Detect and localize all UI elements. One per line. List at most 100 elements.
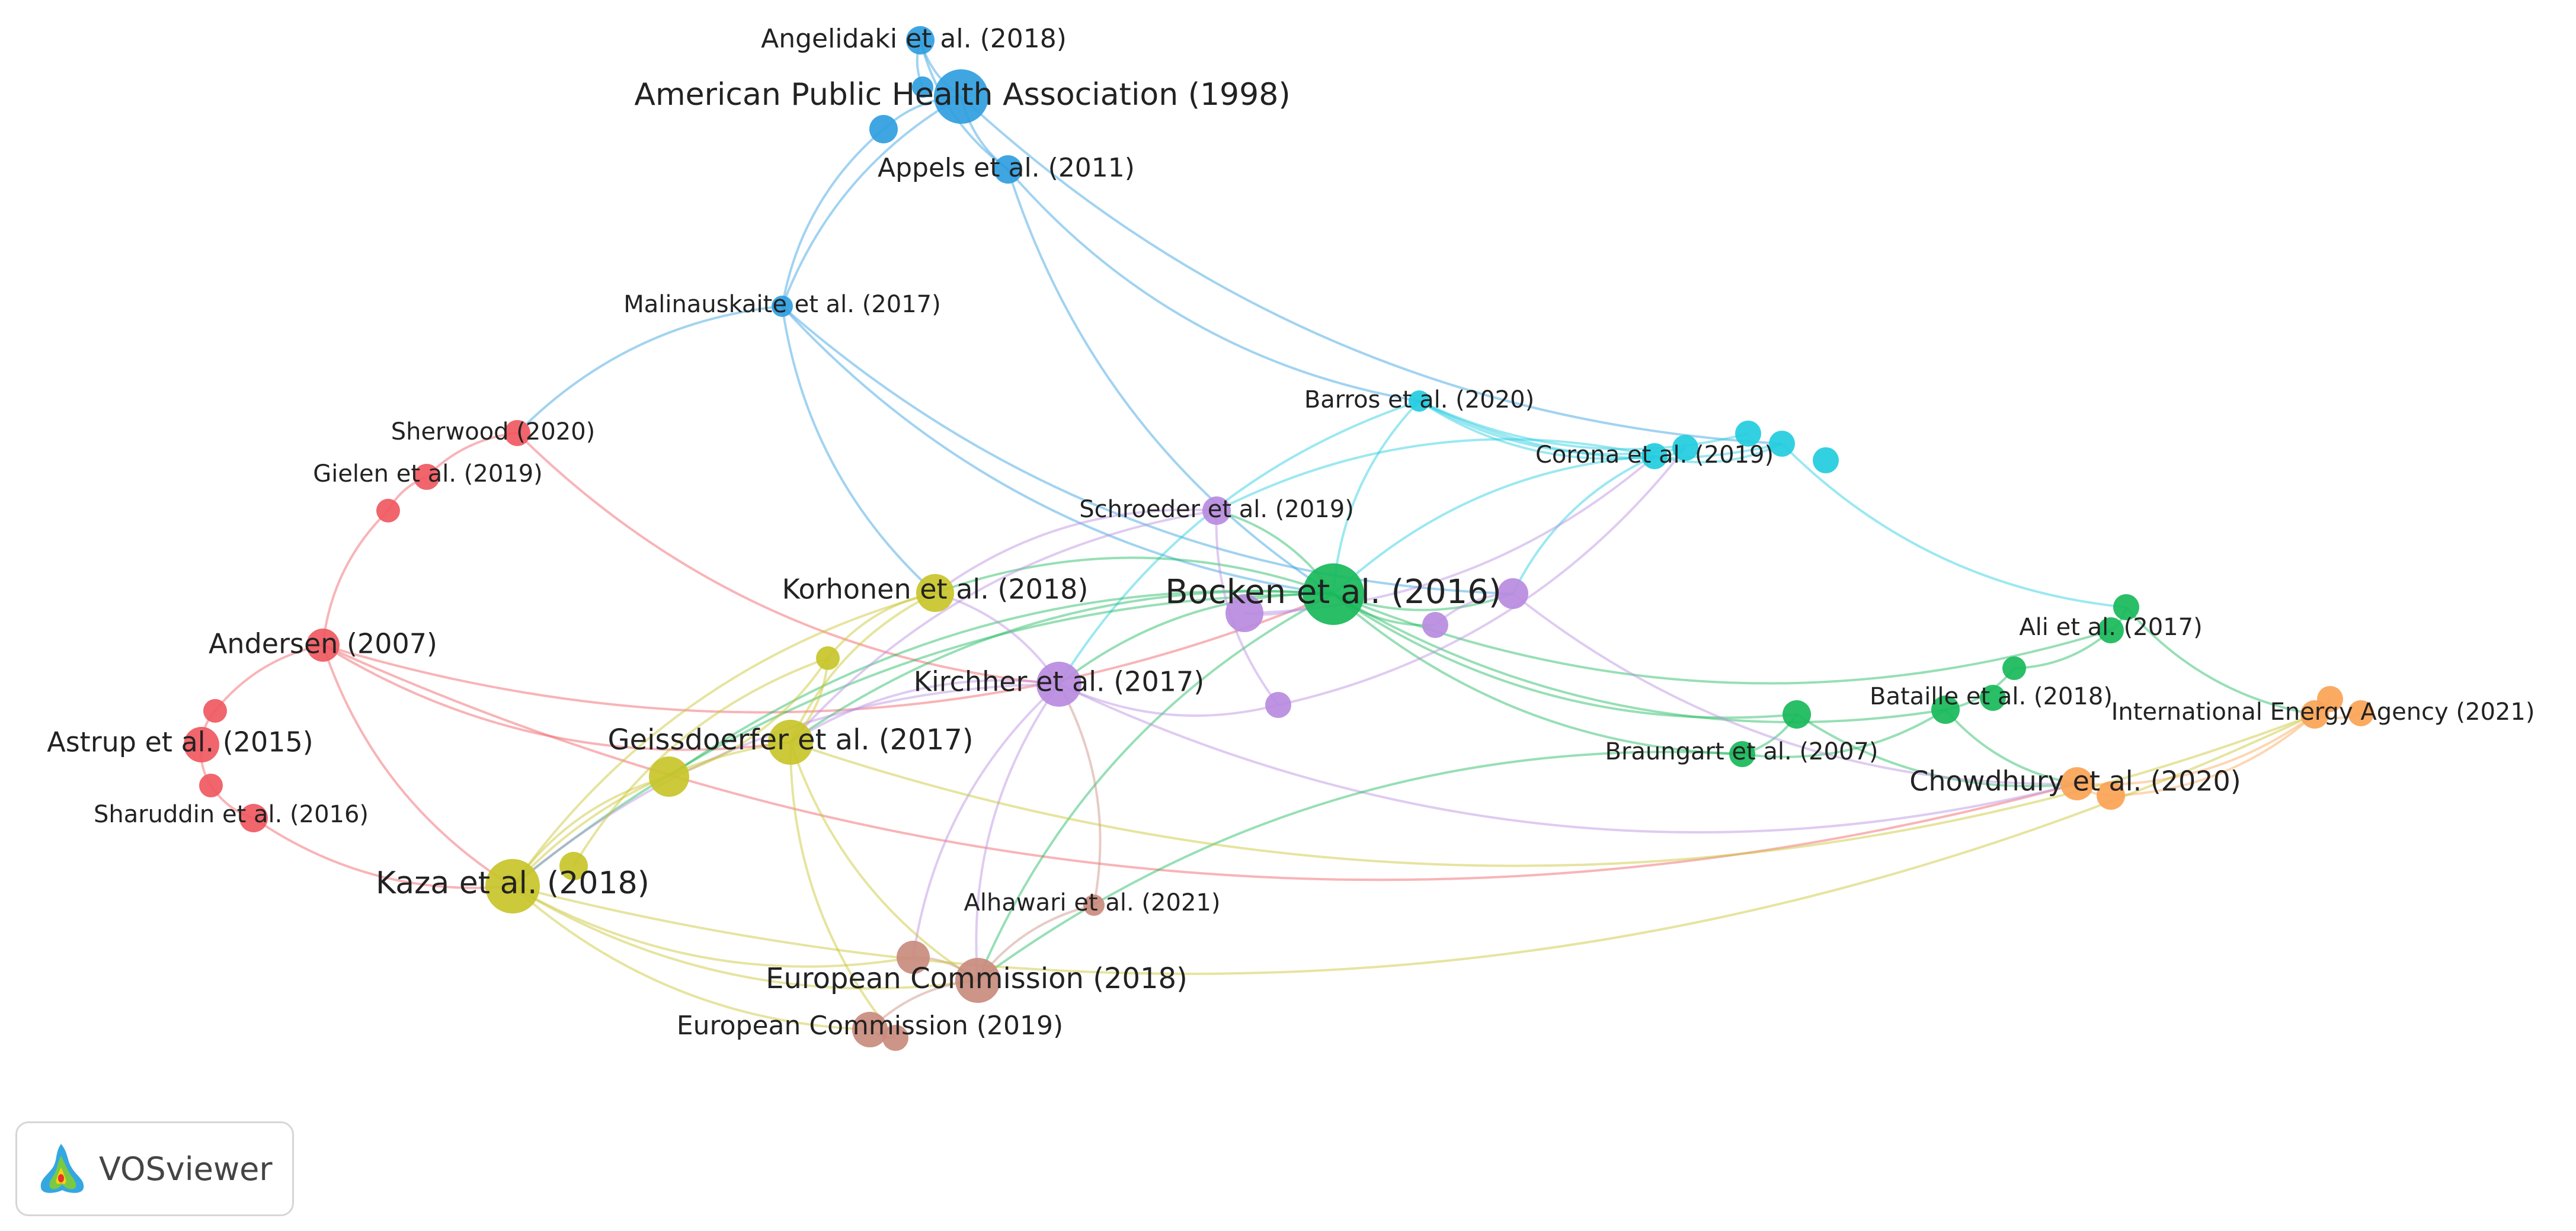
link-andersen-kaza xyxy=(322,645,514,887)
node-label-chowdhury[interactable]: Chowdhury et al. (2020) xyxy=(1909,765,2241,797)
node-barros[interactable] xyxy=(1409,390,1430,412)
node-label-sharuddin[interactable]: Sharuddin et al. (2016) xyxy=(94,801,369,828)
node-corona[interactable] xyxy=(1641,443,1668,469)
node-label-ali[interactable]: Ali et al. (2017) xyxy=(2019,614,2202,641)
link-kirchher-n_purple3 xyxy=(1058,683,1279,717)
node-label-barros[interactable]: Barros et al. (2020) xyxy=(1304,386,1534,413)
link-malinauskaite-sherwood xyxy=(516,305,783,434)
node-label-appels[interactable]: Appels et al. (2011) xyxy=(878,153,1135,183)
node-n_purple1[interactable] xyxy=(1497,578,1528,609)
node-label-ec2018[interactable]: European Commission (2018) xyxy=(766,962,1188,995)
node-geissdoerfer[interactable] xyxy=(768,720,813,765)
node-n_brown2[interactable] xyxy=(882,1025,908,1051)
node-kirchher[interactable] xyxy=(1036,662,1081,707)
node-n_orange2[interactable] xyxy=(2317,686,2343,712)
node-sharuddin[interactable] xyxy=(239,804,268,832)
link-malinauskaite-korhonen xyxy=(781,306,936,594)
link-bocken-n_yellow1 xyxy=(668,589,1334,778)
node-n_red1[interactable] xyxy=(376,499,400,522)
link-kirchher-ec2018 xyxy=(975,683,1060,981)
link-bocken-korhonen xyxy=(935,556,1334,595)
node-alhawari[interactable] xyxy=(1083,895,1105,916)
node-gielen[interactable] xyxy=(414,464,440,490)
node-apha[interactable] xyxy=(934,69,988,124)
link-barros-corona xyxy=(1418,400,1655,460)
node-label-sherwood[interactable]: Sherwood (2020) xyxy=(391,418,596,445)
node-sherwood[interactable] xyxy=(504,420,530,446)
node-label-apha[interactable]: American Public Health Association (1998… xyxy=(634,77,1290,113)
link-bocken-n_green2 xyxy=(1332,593,1797,719)
node-n_green3[interactable] xyxy=(2002,656,2026,680)
node-n_purple2[interactable] xyxy=(1422,612,1448,638)
link-n_green2-chowdhury xyxy=(1796,713,2078,788)
node-n_blue1[interactable] xyxy=(869,115,898,143)
node-label-bataille[interactable]: Bataille et al. (2018) xyxy=(1870,683,2113,710)
node-n_green1[interactable] xyxy=(2113,594,2139,620)
node-label-corona[interactable]: Corona et al. (2019) xyxy=(1535,441,1774,469)
node-chowdhury[interactable] xyxy=(2060,767,2094,800)
node-n_cyan2[interactable] xyxy=(1735,421,1761,447)
node-n_yellow2[interactable] xyxy=(816,646,840,670)
link-sherwood-kirchher xyxy=(516,432,1060,685)
node-label-andersen[interactable]: Andersen (2007) xyxy=(209,628,437,660)
node-malinauskaite[interactable] xyxy=(772,296,793,317)
node-label-korhonen[interactable]: Korhonen et al. (2018) xyxy=(782,573,1089,605)
node-ec2018[interactable] xyxy=(955,958,1000,1003)
node-n_brown1[interactable] xyxy=(897,941,930,974)
link-corona-schroeder xyxy=(1216,438,1655,512)
node-label-angelidaki[interactable]: Angelidaki et al. (2018) xyxy=(761,24,1067,54)
node-n_cyan3[interactable] xyxy=(1769,431,1795,457)
node-label-bocken[interactable]: Bocken et al. (2016) xyxy=(1165,573,1502,611)
link-n_red1-andersen xyxy=(322,509,389,646)
node-label-alhawari[interactable]: Alhawari et al. (2021) xyxy=(964,889,1221,916)
link-bocken-geissdoerfer xyxy=(789,590,1334,743)
link-braungart-ec2018 xyxy=(977,751,1743,982)
node-label-kirchher[interactable]: Kirchher et al. (2017) xyxy=(914,666,1204,698)
node-label-ec2019[interactable]: European Commission (2019) xyxy=(677,1011,1063,1041)
node-n_cyan4[interactable] xyxy=(1813,447,1839,473)
link-andersen-chowdhury xyxy=(322,644,2078,881)
link-n_yellow2-n_yellow3 xyxy=(572,657,828,867)
link-bocken-kirchher xyxy=(1058,592,1334,685)
node-n_green4[interactable] xyxy=(1980,685,2006,711)
node-ec2019[interactable] xyxy=(852,1012,888,1047)
node-ali[interactable] xyxy=(2098,617,2124,643)
link-alhawari-kirchher xyxy=(1058,684,1102,906)
node-label-kaza[interactable]: Kaza et al. (2018) xyxy=(376,865,649,901)
node-n_purple4[interactable] xyxy=(1225,594,1263,632)
vosviewer-badge[interactable]: VOSviewer xyxy=(15,1121,294,1216)
link-geissdoerfer-ec2018 xyxy=(789,742,979,982)
node-label-geissdoerfer[interactable]: Geissdoerfer et al. (2017) xyxy=(607,723,973,756)
node-n_blue2[interactable] xyxy=(912,76,933,98)
node-label-iea[interactable]: International Energy Agency (2021) xyxy=(2111,698,2535,726)
node-andersen[interactable] xyxy=(306,629,340,662)
node-n_green2[interactable] xyxy=(1783,700,1811,729)
node-n_orange3[interactable] xyxy=(2348,700,2374,726)
link-n_yellow1-n_yellow2 xyxy=(668,657,829,778)
node-angelidaki[interactable] xyxy=(906,26,935,55)
link-n_green1-iea xyxy=(2125,606,2315,716)
node-schroeder[interactable] xyxy=(1202,496,1231,525)
node-bocken[interactable] xyxy=(1303,563,1364,625)
node-n_yellow1[interactable] xyxy=(649,756,689,797)
node-korhonen[interactable] xyxy=(916,574,954,612)
link-barros-n_cyan3 xyxy=(1419,400,1783,460)
node-n_red3[interactable] xyxy=(199,774,223,797)
node-astrup[interactable] xyxy=(184,727,219,762)
node-label-braungart[interactable]: Braungart et al. (2007) xyxy=(1605,738,1879,765)
node-label-schroeder[interactable]: Schroeder et al. (2019) xyxy=(1079,496,1354,523)
node-appels[interactable] xyxy=(994,155,1022,184)
app-name: VOSviewer xyxy=(99,1150,273,1188)
node-braungart[interactable] xyxy=(1729,741,1755,767)
node-n_yellow3[interactable] xyxy=(559,852,588,880)
node-label-astrup[interactable]: Astrup et al. (2015) xyxy=(47,726,313,758)
node-label-gielen[interactable]: Gielen et al. (2019) xyxy=(313,460,543,488)
node-n_purple3[interactable] xyxy=(1265,692,1291,718)
node-bataille[interactable] xyxy=(1931,695,1960,724)
node-n_red2[interactable] xyxy=(203,699,227,723)
node-kaza[interactable] xyxy=(485,859,540,913)
node-label-malinauskaite[interactable]: Malinauskaite et al. (2017) xyxy=(623,291,940,318)
node-n_cyan1[interactable] xyxy=(1672,435,1698,461)
node-n_orange1[interactable] xyxy=(2097,781,2125,810)
